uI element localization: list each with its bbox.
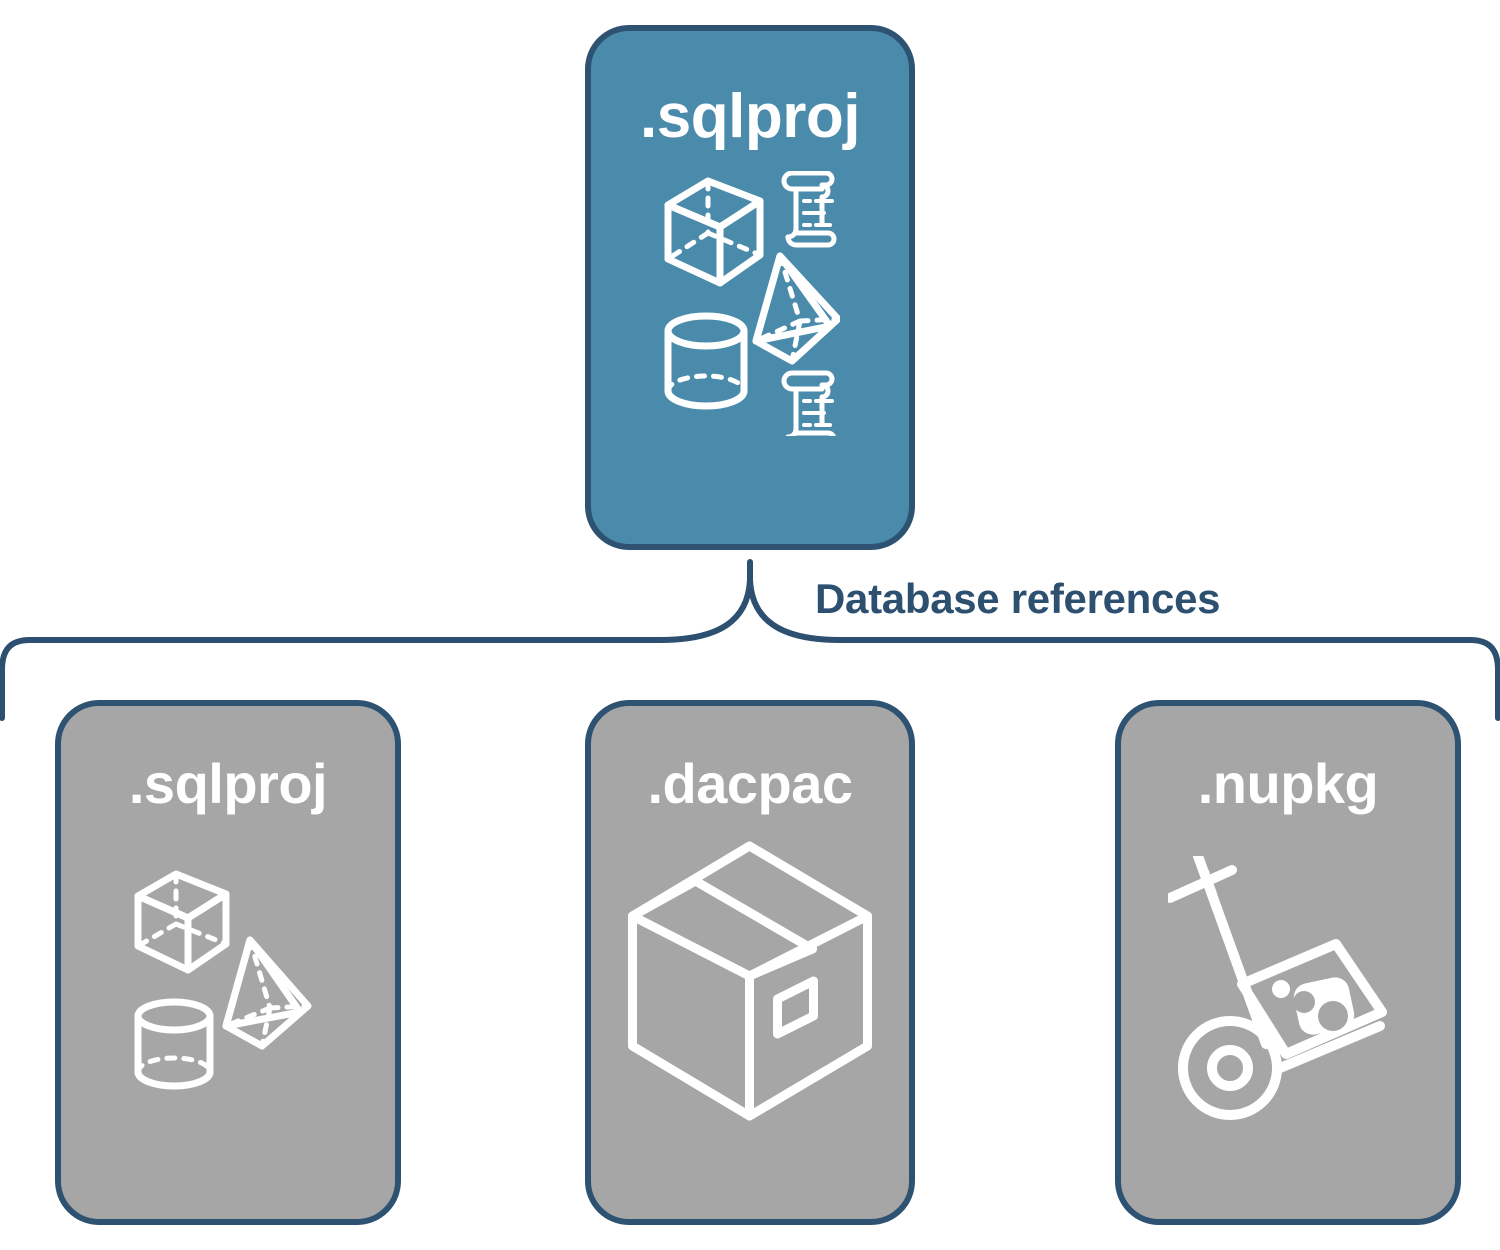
3d-shapes-and-scripts-icon: [664, 171, 840, 436]
root-project-label: .sqlproj: [640, 82, 860, 151]
reference-card-nupkg-label: .nupkg: [1197, 752, 1379, 815]
root-project-card[interactable]: .sqlproj: [585, 25, 915, 550]
reference-card-nupkg[interactable]: .nupkg: [1115, 700, 1461, 1225]
shipping-box-icon: [628, 841, 872, 1121]
reference-card-dacpac-label: .dacpac: [647, 752, 853, 815]
database-references-label: Database references: [815, 575, 1221, 622]
hand-truck-package-icon: [1168, 856, 1387, 1120]
reference-card-dacpac[interactable]: .dacpac: [585, 700, 915, 1225]
reference-card-sqlproj-label: .sqlproj: [128, 752, 328, 815]
3d-shapes-icon: [134, 870, 312, 1090]
reference-card-sqlproj[interactable]: .sqlproj: [55, 700, 401, 1225]
